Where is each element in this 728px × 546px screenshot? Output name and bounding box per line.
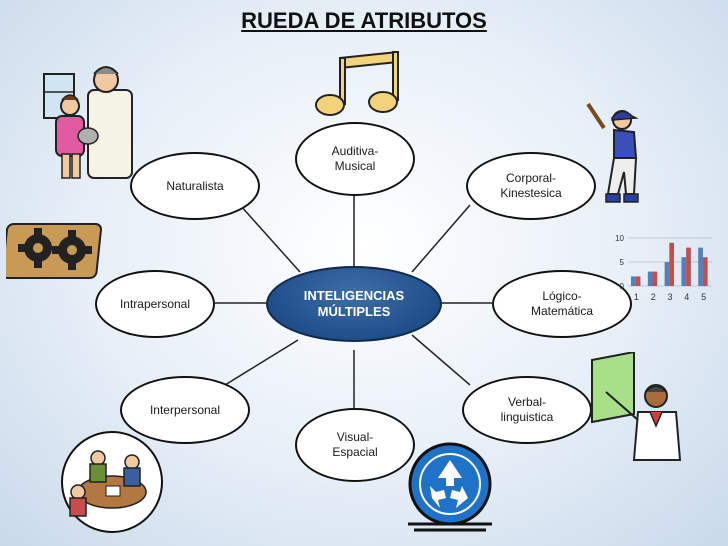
node-logico-line1: Lógico-	[542, 289, 582, 303]
center-node: INTELIGENCIAS MÚLTIPLES	[266, 266, 442, 342]
meeting-icon	[61, 431, 163, 533]
chart-bar	[686, 247, 691, 286]
chart-bar	[702, 257, 708, 286]
chart-xtick-label: 4	[684, 292, 689, 302]
node-visual-espacial: Visual- Espacial	[295, 408, 415, 482]
spoke-verbal	[411, 334, 471, 386]
page-title: RUEDA DE ATRIBUTOS	[241, 8, 487, 33]
chart-bar	[698, 247, 703, 286]
node-verbal-line1: Verbal-	[507, 395, 547, 409]
baseball-player-icon	[586, 102, 639, 203]
chart-bar	[681, 257, 687, 286]
spoke-corporal	[411, 204, 471, 273]
chart-bar	[669, 242, 675, 286]
node-logico-matematica: Lógico- Matemática	[492, 270, 632, 338]
node-logico-line2: Matemática	[530, 304, 594, 318]
node-auditiva-line1: Auditiva-	[331, 144, 379, 158]
node-interpersonal: Interpersonal	[120, 376, 250, 444]
music-notes-icon	[315, 50, 399, 116]
family-doctor-icon	[43, 66, 133, 179]
center-line2: MÚLTIPLES	[317, 304, 391, 319]
chart-xtick-label: 3	[667, 292, 672, 302]
gears-icon	[6, 223, 102, 279]
teacher-icon	[591, 352, 682, 461]
chart-ytick-label: 10	[615, 234, 624, 243]
chart-xtick-label: 2	[651, 292, 656, 302]
node-intrapersonal: Intrapersonal	[95, 270, 215, 338]
node-corporal-line1: Corporal-	[505, 171, 556, 185]
chart-bar	[664, 262, 670, 286]
chart-bar	[647, 271, 653, 286]
spoke-naturalista	[239, 204, 301, 273]
recycle-icon	[408, 442, 492, 532]
node-interpersonal-label: Interpersonal	[149, 402, 221, 417]
node-verbal-line2: linguistica	[500, 410, 554, 424]
chart-ytick-label: 0	[620, 282, 625, 291]
bar-chart: 0 5 10 1 2 3 4 5	[615, 234, 712, 302]
chart-bar	[631, 276, 636, 286]
node-visual-line2: Espacial	[332, 445, 378, 459]
chart-xtick-label: 5	[701, 292, 706, 302]
chart-bar	[635, 276, 641, 286]
node-corporal-kinestesica: Corporal- Kinestesica	[466, 152, 596, 220]
chart-bar	[652, 271, 658, 286]
node-naturalista-label: Naturalista	[166, 178, 224, 193]
chart-ytick-label: 5	[620, 258, 625, 267]
node-auditiva-musical: Auditiva- Musical	[295, 122, 415, 196]
node-visual-line1: Visual-	[336, 430, 374, 444]
spoke-interpersonal	[224, 339, 299, 386]
node-corporal-line2: Kinestesica	[500, 186, 562, 200]
chart-xtick-label: 1	[634, 292, 639, 302]
center-line1: INTELIGENCIAS	[303, 287, 405, 303]
node-intrapersonal-label: Intrapersonal	[119, 296, 191, 311]
node-naturalista: Naturalista	[130, 152, 260, 220]
node-auditiva-line2: Musical	[334, 159, 376, 173]
node-verbal-linguistica: Verbal- linguistica	[462, 376, 592, 444]
